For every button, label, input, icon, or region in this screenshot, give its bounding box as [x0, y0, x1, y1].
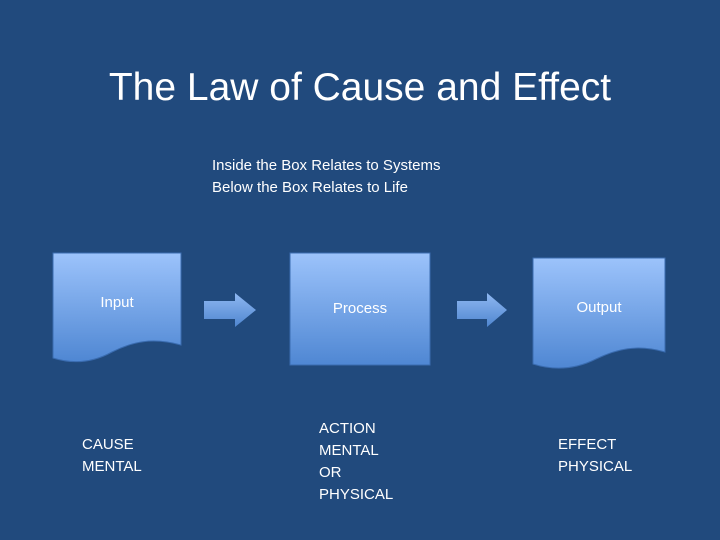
action-line: PHYSICAL — [319, 486, 394, 503]
process-label: Process — [332, 300, 388, 317]
subtitle: Inside the Box Relates to Systems Below … — [212, 155, 440, 199]
subtitle-line-1: Inside the Box Relates to Systems — [212, 157, 441, 174]
right-arrow-icon — [457, 293, 507, 327]
output-label: Output — [576, 299, 622, 316]
rectangle-shape — [289, 252, 431, 366]
cause-line: CAUSE — [82, 436, 134, 453]
right-arrow-icon — [204, 293, 256, 327]
input-node: Input — [52, 252, 182, 366]
effect-notes: EFFECT PHYSICAL — [558, 434, 632, 478]
cause-notes: CAUSE MENTAL — [82, 434, 142, 478]
subtitle-line-2: Below the Box Relates to Life — [212, 179, 408, 196]
action-line: ACTION — [319, 420, 376, 437]
action-line: MENTAL — [319, 442, 379, 459]
input-label: Input — [100, 294, 134, 311]
effect-line: PHYSICAL — [558, 458, 633, 475]
process-node: Process — [289, 252, 431, 366]
cause-line: MENTAL — [82, 458, 142, 475]
document-shape — [532, 257, 666, 369]
effect-line: EFFECT — [558, 436, 617, 453]
output-node: Output — [532, 257, 666, 373]
slide-title: The Law of Cause and Effect — [108, 66, 612, 109]
action-line: OR — [319, 464, 342, 481]
arrow-input-to-process — [203, 292, 257, 328]
action-notes: ACTION MENTAL OR PHYSICAL — [319, 418, 393, 506]
arrow-process-to-output — [456, 292, 508, 328]
document-shape — [52, 252, 182, 363]
